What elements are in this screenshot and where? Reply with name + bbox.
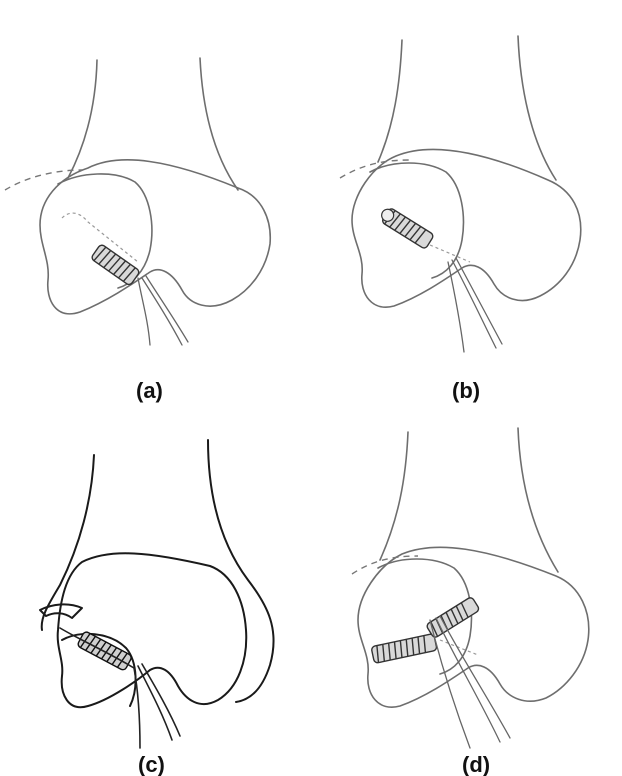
graft-c3 — [142, 664, 180, 736]
panel-label-a: (a) — [136, 378, 163, 403]
femur-shaft-right-d — [518, 428, 558, 572]
condyle-outline-c — [58, 553, 247, 707]
condyle-outline-d — [358, 547, 589, 707]
panel-label-d: (d) — [462, 752, 490, 776]
panel-label-b: (b) — [452, 378, 480, 403]
screw-d-horizontal — [371, 634, 437, 664]
graft-d1 — [430, 620, 470, 748]
graft-d3 — [440, 616, 510, 738]
condyle-outline-b — [352, 149, 581, 307]
panel-a: (a) — [5, 58, 270, 403]
graft-c2 — [138, 666, 172, 740]
panel-label-c: (c) — [138, 752, 165, 776]
graft-b1 — [448, 262, 464, 352]
tunnel-d — [440, 640, 478, 655]
screw-a — [91, 244, 141, 286]
graft-d2 — [436, 618, 500, 742]
graft-b3 — [456, 258, 502, 344]
femur-shaft-left-d — [380, 432, 408, 560]
femur-shaft-right-b — [518, 36, 556, 180]
graft-a3 — [146, 276, 188, 342]
tunnel-b — [430, 245, 470, 262]
screw-b — [378, 205, 434, 249]
panel-c: (c) — [40, 440, 274, 776]
panel-d: (d) — [352, 428, 589, 776]
femur-shaft-left-a — [68, 60, 97, 178]
graft-b2 — [452, 260, 496, 348]
graft-a2 — [142, 278, 182, 345]
femur-shaft-left-b — [378, 40, 402, 162]
panel-b: (b) — [340, 36, 581, 403]
femur-shaft-right-a — [200, 58, 238, 190]
